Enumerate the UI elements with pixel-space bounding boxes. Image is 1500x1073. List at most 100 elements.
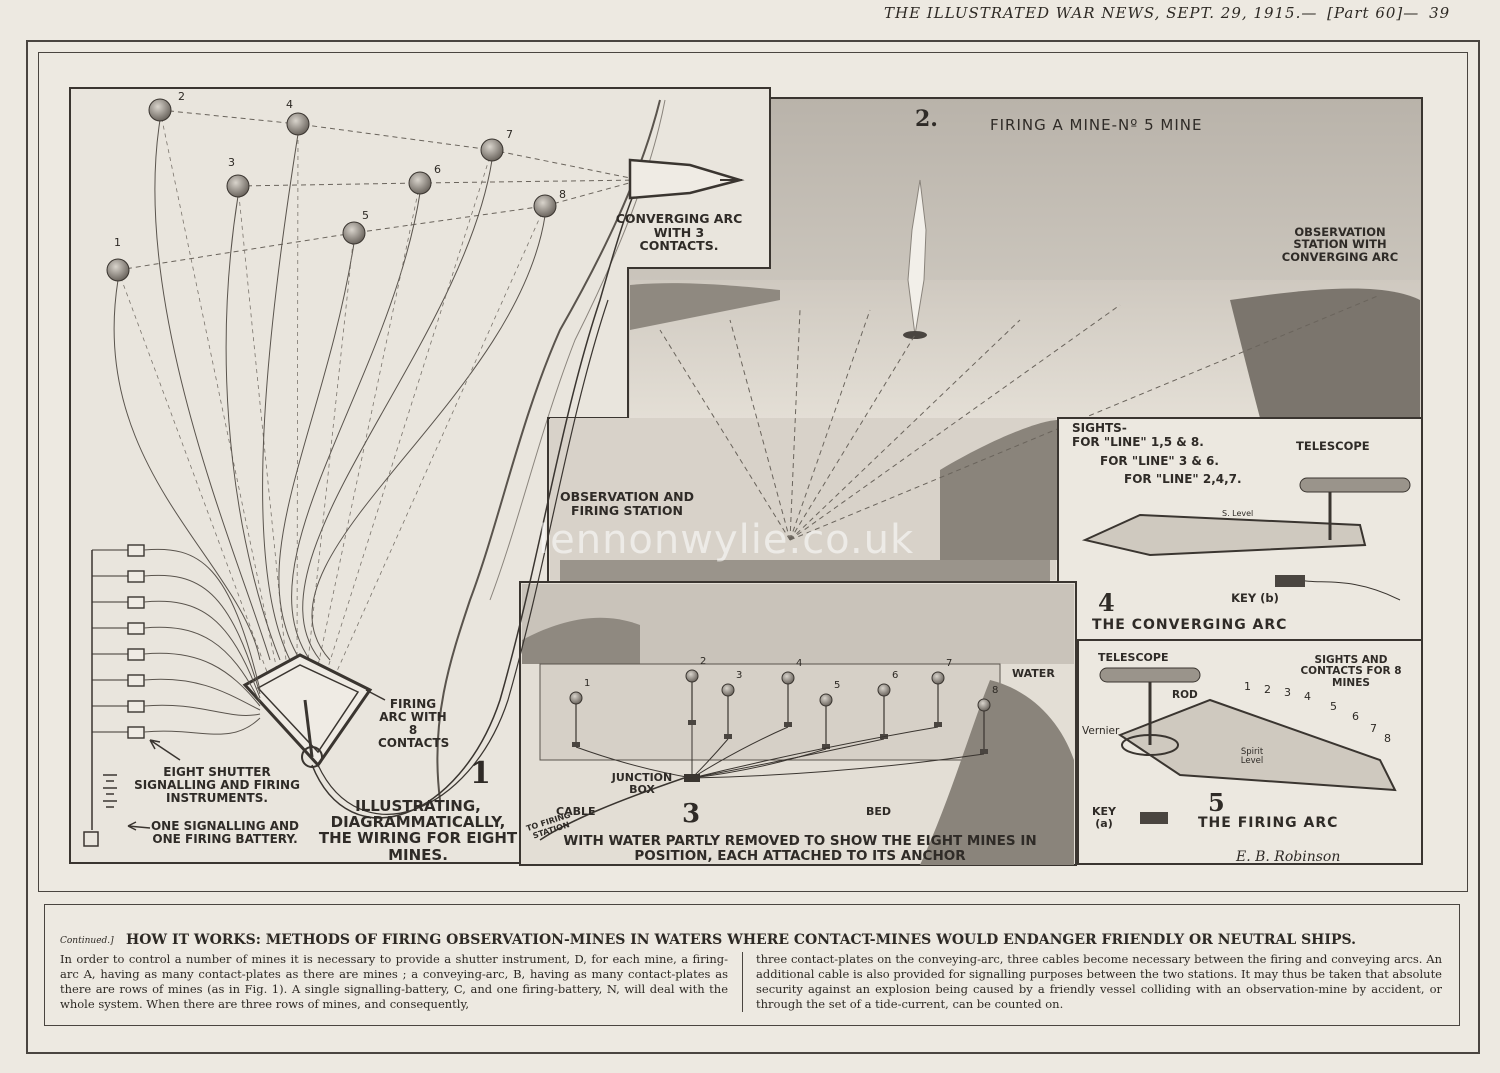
mine-number: 6 (892, 670, 899, 681)
artist-signature: E. B. Robinson (1236, 849, 1341, 865)
battery-icon (103, 774, 117, 808)
fig3-number: 3 (682, 799, 701, 829)
shutter-instrument (127, 622, 145, 635)
arrow-icon (365, 689, 386, 701)
fig4-line2: FOR "LINE" 3 & 6. (1100, 454, 1219, 468)
mine-icon (931, 671, 945, 685)
fig3-water-label: WATER (1012, 667, 1055, 680)
fig3-mines (539, 669, 991, 841)
article-col1: In order to control a number of mines it… (60, 952, 728, 1011)
fig3-bed-label: BED (866, 805, 892, 818)
observation-firing-label: OBSERVATION AND FIRING STATION (560, 489, 694, 518)
article-box (44, 904, 1460, 1026)
mine-icon (533, 194, 557, 218)
mine-number: 7 (946, 658, 953, 669)
mine-number: 2 (178, 90, 185, 103)
contact-number: 5 (1330, 700, 1337, 713)
mine-number: 1 (584, 678, 591, 689)
mine-icon (342, 221, 366, 245)
mine-icon (226, 174, 250, 198)
fig4-level-label: S. Level (1222, 509, 1254, 518)
mine-icon (685, 669, 699, 683)
mine-number: 7 (506, 128, 513, 141)
page-header: THE ILLUSTRATED WAR NEWS, SEPT. 29, 1915… (880, 4, 1500, 34)
fig4-line1: FOR "LINE" 1,5 & 8. (1072, 435, 1204, 449)
mine-number: 2 (700, 656, 707, 667)
shutter-instruments (92, 544, 261, 739)
arrow-icon (149, 739, 181, 761)
fig1-coastline (436, 99, 661, 801)
contact-number: 2 (1264, 683, 1271, 696)
shutter-instrument (127, 596, 145, 609)
firing-arc-device (1117, 698, 1397, 792)
mine-number: 4 (796, 658, 803, 669)
contact-number: 6 (1352, 710, 1359, 723)
fig2-number: 2. (915, 106, 938, 132)
mine-icon (106, 258, 130, 282)
shutter-instrument (127, 700, 145, 713)
fig1-caption: ILLUSTRATING, DIAGRAMMATICALLY, THE WIRI… (318, 797, 518, 864)
mine-icon (480, 138, 504, 162)
fig4-key-label: KEY (b) (1231, 591, 1279, 605)
mine-number: 1 (114, 236, 121, 249)
fig3-caption: WITH WATER PARTLY REMOVED TO SHOW THE EI… (563, 833, 1037, 864)
fig1-mines (106, 98, 641, 819)
mine-icon (721, 683, 735, 697)
shutter-instrument (127, 726, 145, 739)
instruments-label: EIGHT SHUTTER SIGNALLING AND FIRING INST… (134, 765, 300, 805)
mine-icon (569, 691, 583, 705)
shutter-instrument (127, 570, 145, 583)
mine-number: 5 (834, 680, 841, 691)
fig4-number: 4 (1098, 588, 1115, 617)
fig4-line3: FOR "LINE" 2,4,7. (1124, 472, 1242, 486)
mine-icon (977, 698, 991, 712)
mine-icon (286, 112, 310, 136)
fig4-telescope-label: TELESCOPE (1296, 439, 1370, 453)
fig5-title: THE FIRING ARC (1198, 815, 1339, 831)
contact-number: 1 (1244, 680, 1251, 693)
mine-icon (781, 671, 795, 685)
contact-number: 8 (1384, 732, 1391, 745)
observation-station-label: OBSERVATION STATION WITH CONVERGING ARC (1281, 225, 1399, 264)
article-continued: Continued.] (60, 936, 114, 946)
fig5-rod-label: ROD (1172, 689, 1198, 701)
mine-number: 8 (992, 685, 999, 696)
contact-number: 7 (1370, 722, 1377, 735)
converging-arc-fig1 (628, 158, 745, 200)
contact-number: 4 (1304, 690, 1311, 703)
fig5-vernier-label: Vernier (1082, 725, 1120, 737)
fig5-number: 5 (1208, 788, 1225, 817)
mine-number: 3 (228, 156, 235, 169)
article-col2: three contact-plates on the conveying-ar… (756, 952, 1442, 1011)
arrow-icon (127, 821, 151, 831)
fig4-sights-label: SIGHTS- (1072, 421, 1127, 435)
shutter-instrument (127, 544, 145, 557)
battery-label: ONE SIGNALLING AND ONE FIRING BATTERY. (150, 819, 300, 846)
fig5-key-label: KEY (a) (1091, 805, 1116, 830)
column-divider (742, 952, 743, 1012)
header-part: [Part 60]— (1327, 4, 1420, 22)
mine-icon (819, 693, 833, 707)
outer-border (26, 40, 1480, 1054)
fig5-sights-label: SIGHTS AND CONTACTS FOR 8 MINES (1300, 654, 1402, 689)
mine-icon (408, 171, 432, 195)
contact-number: 3 (1284, 686, 1291, 699)
converging-arc-device (1081, 513, 1367, 557)
mine-number: 6 (434, 163, 441, 176)
converging-arc-label: CONVERGING ARC WITH 3 CONTACTS. (615, 211, 743, 253)
fig1-number: 1 (470, 756, 491, 791)
fig4-title: THE CONVERGING ARC (1092, 617, 1288, 633)
mine-icon (877, 683, 891, 697)
mine-number: 3 (736, 670, 743, 681)
fig3-junction-label: JUNCTION BOX (611, 771, 673, 796)
firing-arc-label: FIRING ARC WITH 8 CONTACTS (378, 697, 450, 750)
fig3-cable-label: CABLE (556, 805, 596, 818)
shutter-instrument (127, 648, 145, 661)
fig5-telescope-label: TELESCOPE (1098, 651, 1169, 664)
illustration (69, 87, 1423, 866)
article-title: HOW IT WORKS: METHODS OF FIRING OBSERVAT… (126, 932, 1356, 948)
header-title: THE ILLUSTRATED WAR NEWS, SEPT. 29, 1915… (884, 4, 1318, 22)
watermark: lennonwylie.co.uk (538, 517, 915, 563)
mine-number: 8 (559, 188, 566, 201)
shutter-instrument (127, 674, 145, 687)
